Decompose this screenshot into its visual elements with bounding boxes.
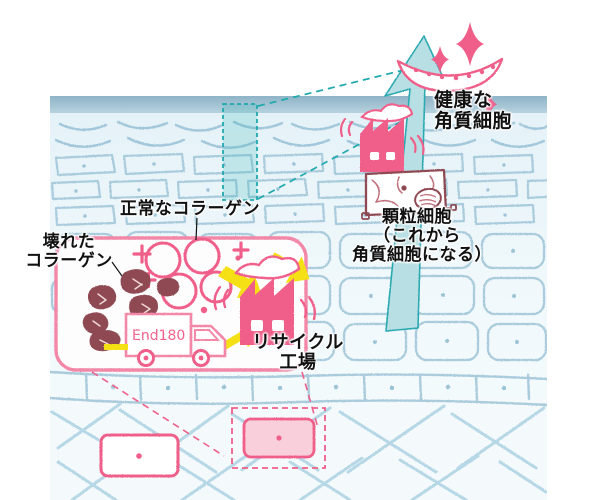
label-recycle-factory: リサイクル 工場 bbox=[252, 332, 344, 374]
label-healthy-corneocyte: 健康な 角質細胞 bbox=[434, 89, 513, 133]
healthy-corneocyte-illustration bbox=[396, 57, 504, 93]
dermis-fibroblast-cell bbox=[99, 433, 180, 478]
dermis-sample-box bbox=[231, 407, 326, 469]
corneocyte-bricks bbox=[50, 152, 547, 227]
recycle-factory-illustration bbox=[213, 255, 317, 345]
delivery-truck-illustration: End180 bbox=[104, 312, 227, 367]
pink-callout-lines bbox=[91, 371, 319, 457]
sparkle-icon-group bbox=[431, 22, 498, 117]
label-granular-cell: 顆粒細胞 （これから 角質細胞になる） bbox=[352, 207, 492, 266]
stratum-corneum-sample-column bbox=[222, 103, 258, 201]
label-normal-collagen: 正常なコラーゲン bbox=[120, 199, 260, 219]
truck-body-text: End180 bbox=[132, 328, 185, 344]
collagen-dot bbox=[200, 306, 208, 314]
granular-cell-illustration bbox=[361, 168, 457, 220]
basal-layer bbox=[50, 370, 547, 407]
broken-collagen-cracks bbox=[92, 278, 151, 345]
normal-collagen-leader bbox=[195, 217, 198, 241]
label-broken-collagen: 壊れた コラーゲン bbox=[25, 232, 113, 272]
factory-icon-upper bbox=[339, 103, 425, 172]
